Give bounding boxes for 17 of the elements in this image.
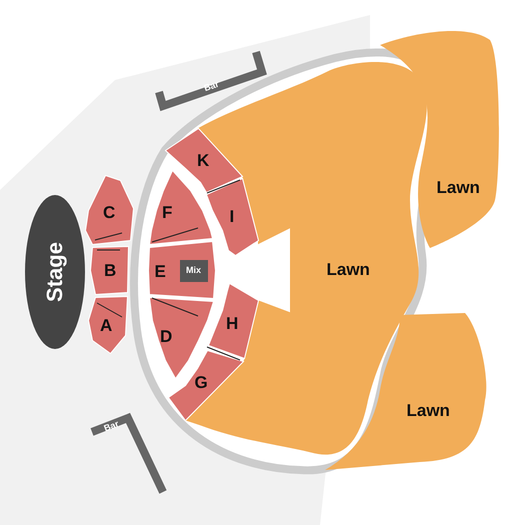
section-label: E	[154, 262, 166, 280]
bar-label: Bar	[102, 419, 120, 433]
section-label: C	[103, 204, 116, 220]
section-label: D	[160, 328, 172, 344]
area-label: Lawn	[406, 402, 450, 418]
section-label: I	[230, 208, 234, 224]
stage-label: Stage	[44, 242, 66, 302]
section-label: K	[197, 152, 210, 168]
area-label: Lawn	[326, 261, 370, 278]
section-label: B	[104, 262, 116, 278]
section-label: A	[100, 316, 112, 334]
section-label: H	[226, 314, 238, 332]
area-label: Lawn	[436, 179, 480, 196]
section-label: F	[162, 204, 172, 220]
bar-label: Bar	[202, 79, 220, 93]
section-label: G	[194, 374, 208, 390]
mix-label: Mix	[186, 266, 202, 275]
